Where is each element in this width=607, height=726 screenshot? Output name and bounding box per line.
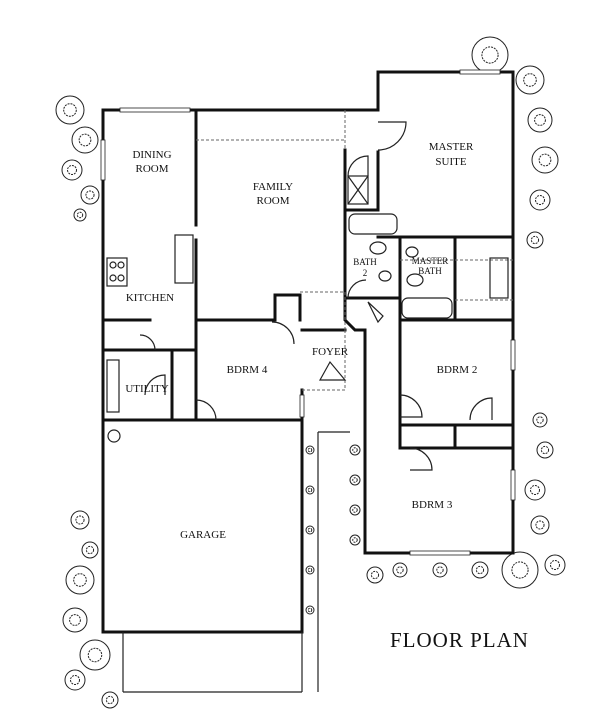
shrub-center <box>307 447 313 453</box>
washer-dryer <box>106 359 120 413</box>
shrub-center <box>540 445 550 455</box>
label-bdrm3: BDRM 3 <box>412 499 453 511</box>
shrub-center <box>436 566 444 574</box>
label-bath2-1: BATH <box>353 257 377 267</box>
shrub-center <box>530 235 540 245</box>
shrub-center <box>307 487 313 493</box>
label-family-2: ROOM <box>256 195 289 207</box>
label-masterbath-1: MASTER <box>412 256 449 266</box>
room-labels: DINING ROOM FAMILY ROOM MASTER SUITE BAT… <box>125 141 529 652</box>
shrub-center <box>307 567 313 573</box>
label-foyer: FOYER <box>312 346 349 358</box>
shrub-center <box>307 607 313 613</box>
label-dining-2: ROOM <box>135 163 168 175</box>
shrub-center <box>85 190 95 200</box>
landscaping-shrubs <box>55 36 566 709</box>
label-bdrm2: BDRM 2 <box>437 364 478 376</box>
shrub-center <box>523 73 537 87</box>
sink-master <box>405 246 419 258</box>
label-garage: GARAGE <box>180 529 226 541</box>
linen-closet <box>347 175 369 205</box>
shrub-center <box>535 195 545 205</box>
label-master-2: SUITE <box>435 156 466 168</box>
shrub-center <box>105 695 115 705</box>
shrub-center <box>76 211 84 219</box>
shrub-center <box>536 416 544 424</box>
shrub-center <box>352 537 358 543</box>
label-masterbath-2: BATH <box>418 266 442 276</box>
label-dining-1: DINING <box>132 149 171 161</box>
driveway <box>122 431 350 693</box>
shrub-center <box>352 507 358 513</box>
toilet-bath2 <box>369 241 387 255</box>
shrub-center <box>85 545 95 555</box>
water-heater <box>107 429 121 443</box>
shrub-center <box>475 565 485 575</box>
toilet-master <box>406 273 424 287</box>
shrub-center <box>481 46 499 64</box>
plan-title: FLOOR PLAN <box>390 628 529 652</box>
shrub-center <box>530 485 540 495</box>
shrub-center <box>550 560 560 570</box>
bathtub-master <box>401 297 453 319</box>
windows <box>100 69 516 556</box>
sink-bath2 <box>378 270 392 282</box>
closet-shelf <box>489 257 509 299</box>
dashed-openings <box>196 110 513 391</box>
shrub-center <box>352 447 358 453</box>
shrub-center <box>396 566 404 574</box>
shrub-center <box>352 477 358 483</box>
shrub-center <box>538 153 552 167</box>
shrub-center <box>63 103 77 117</box>
shrub-center <box>70 675 80 685</box>
shrub-center <box>75 515 85 525</box>
bathtub-bath2 <box>348 213 398 235</box>
shrub-center <box>78 133 92 147</box>
label-family-1: FAMILY <box>253 181 293 193</box>
shrub-center <box>534 114 546 126</box>
label-master-1: MASTER <box>429 141 474 153</box>
label-utility: UTILITY <box>125 383 168 395</box>
label-bath2-2: 2 <box>363 268 368 278</box>
fixtures <box>106 175 509 693</box>
kitchen-island <box>174 234 194 284</box>
shrub-center <box>535 520 545 530</box>
doors <box>139 121 493 471</box>
shrub-center <box>67 165 77 175</box>
shrub-center <box>370 570 380 580</box>
shrub-center <box>73 573 87 587</box>
shrub-center <box>69 614 81 626</box>
label-bdrm4: BDRM 4 <box>227 364 268 376</box>
shrub-center <box>87 647 103 663</box>
shrub-center <box>307 527 313 533</box>
stove <box>106 257 128 287</box>
label-kitchen: KITCHEN <box>126 292 174 304</box>
shrub-center <box>511 561 529 579</box>
